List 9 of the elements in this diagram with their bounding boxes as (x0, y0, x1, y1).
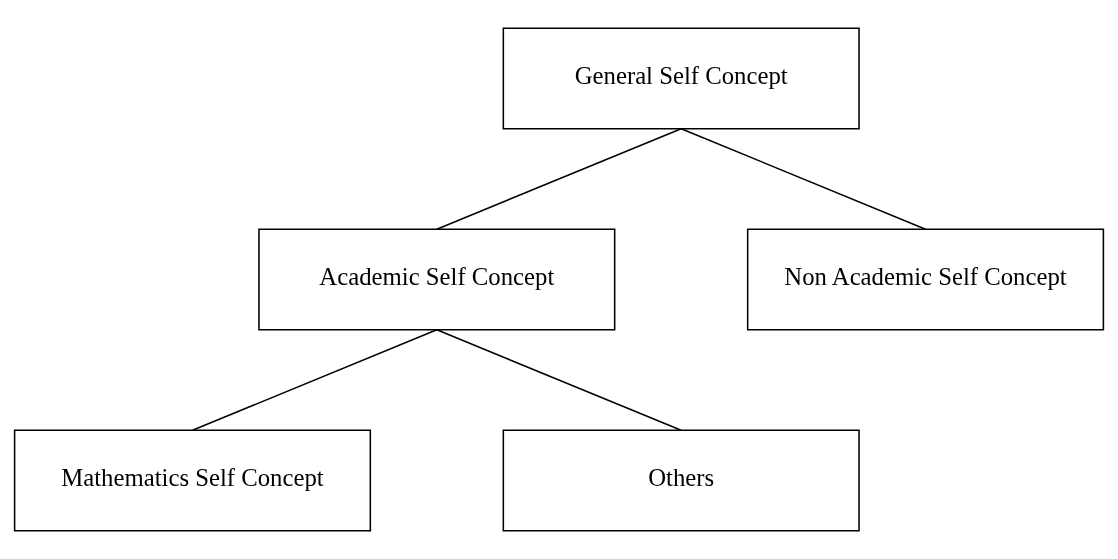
connector (436, 127, 682, 230)
node-box: General Self Concept (502, 27, 860, 130)
node-box: Academic Self Concept (258, 228, 616, 331)
connector (680, 127, 927, 230)
node-box: Others (502, 429, 860, 532)
node-box: Mathematics Self Concept (13, 429, 372, 532)
connector (436, 329, 682, 432)
node-box: Non Academic Self Concept (746, 228, 1105, 331)
connector (191, 329, 438, 432)
